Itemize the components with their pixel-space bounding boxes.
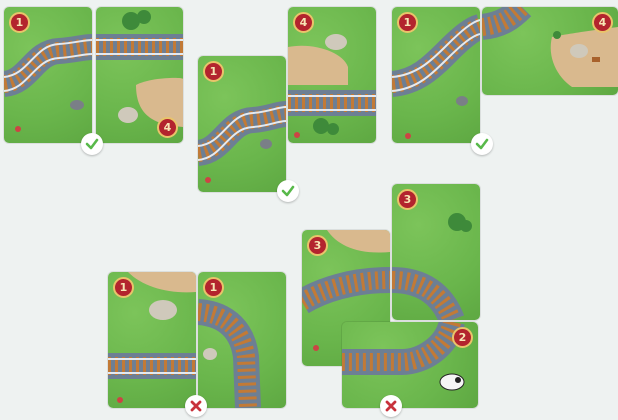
card-4a: 1	[108, 272, 196, 408]
card-2b: 4	[288, 7, 376, 143]
dirt-patch	[128, 272, 196, 292]
bush-icon	[553, 31, 561, 39]
number-badge-icon: 4	[157, 117, 178, 138]
rock-icon	[149, 300, 177, 320]
number-badge-icon: 1	[113, 277, 134, 298]
check-icon	[281, 184, 295, 198]
crate-icon	[592, 57, 600, 62]
number-badge-icon: 1	[9, 12, 30, 33]
bush-icon	[313, 118, 329, 134]
rock-icon	[570, 44, 588, 58]
number-badge-icon: 1	[397, 12, 418, 33]
bush-icon	[294, 132, 300, 138]
result-valid	[471, 133, 493, 155]
rock-icon	[70, 100, 84, 110]
bush-icon	[313, 345, 319, 351]
check-icon	[475, 137, 489, 151]
number-badge-icon: 3	[397, 189, 418, 210]
rock-icon	[203, 348, 217, 360]
card-4b: 1	[198, 272, 286, 408]
bush-icon	[205, 177, 211, 183]
number-badge-icon: 4	[592, 12, 613, 33]
result-valid	[277, 180, 299, 202]
card-2a: 1	[198, 56, 286, 192]
cow-icon	[455, 377, 461, 383]
bush-icon	[460, 220, 472, 232]
bush-icon	[327, 123, 339, 135]
card-1b: 4	[96, 7, 183, 143]
card-3b: 4	[482, 7, 618, 95]
number-badge-icon: 1	[203, 277, 224, 298]
card-3a: 1	[392, 7, 480, 143]
cross-icon	[384, 399, 398, 413]
bush-icon	[117, 397, 123, 403]
number-badge-icon: 3	[307, 235, 328, 256]
dirt-patch	[288, 46, 348, 85]
bush-icon	[137, 10, 151, 24]
rock-icon	[260, 139, 272, 149]
bush-icon	[122, 12, 140, 30]
result-valid	[81, 133, 103, 155]
cross-icon	[189, 399, 203, 413]
check-icon	[85, 137, 99, 151]
result-invalid	[185, 395, 207, 417]
card-1a: 1	[4, 7, 92, 143]
card-5c: 2	[342, 322, 478, 408]
result-invalid	[380, 395, 402, 417]
bush-icon	[15, 126, 21, 132]
number-badge-icon: 4	[293, 12, 314, 33]
bush-icon	[405, 133, 411, 139]
rock-icon	[456, 96, 468, 106]
rock-icon	[325, 34, 347, 50]
number-badge-icon: 2	[452, 327, 473, 348]
dirt-patch	[327, 230, 390, 253]
card-5b: 3	[392, 184, 480, 320]
cow-icon	[440, 374, 464, 390]
number-badge-icon: 1	[203, 61, 224, 82]
rock-icon	[118, 107, 138, 123]
